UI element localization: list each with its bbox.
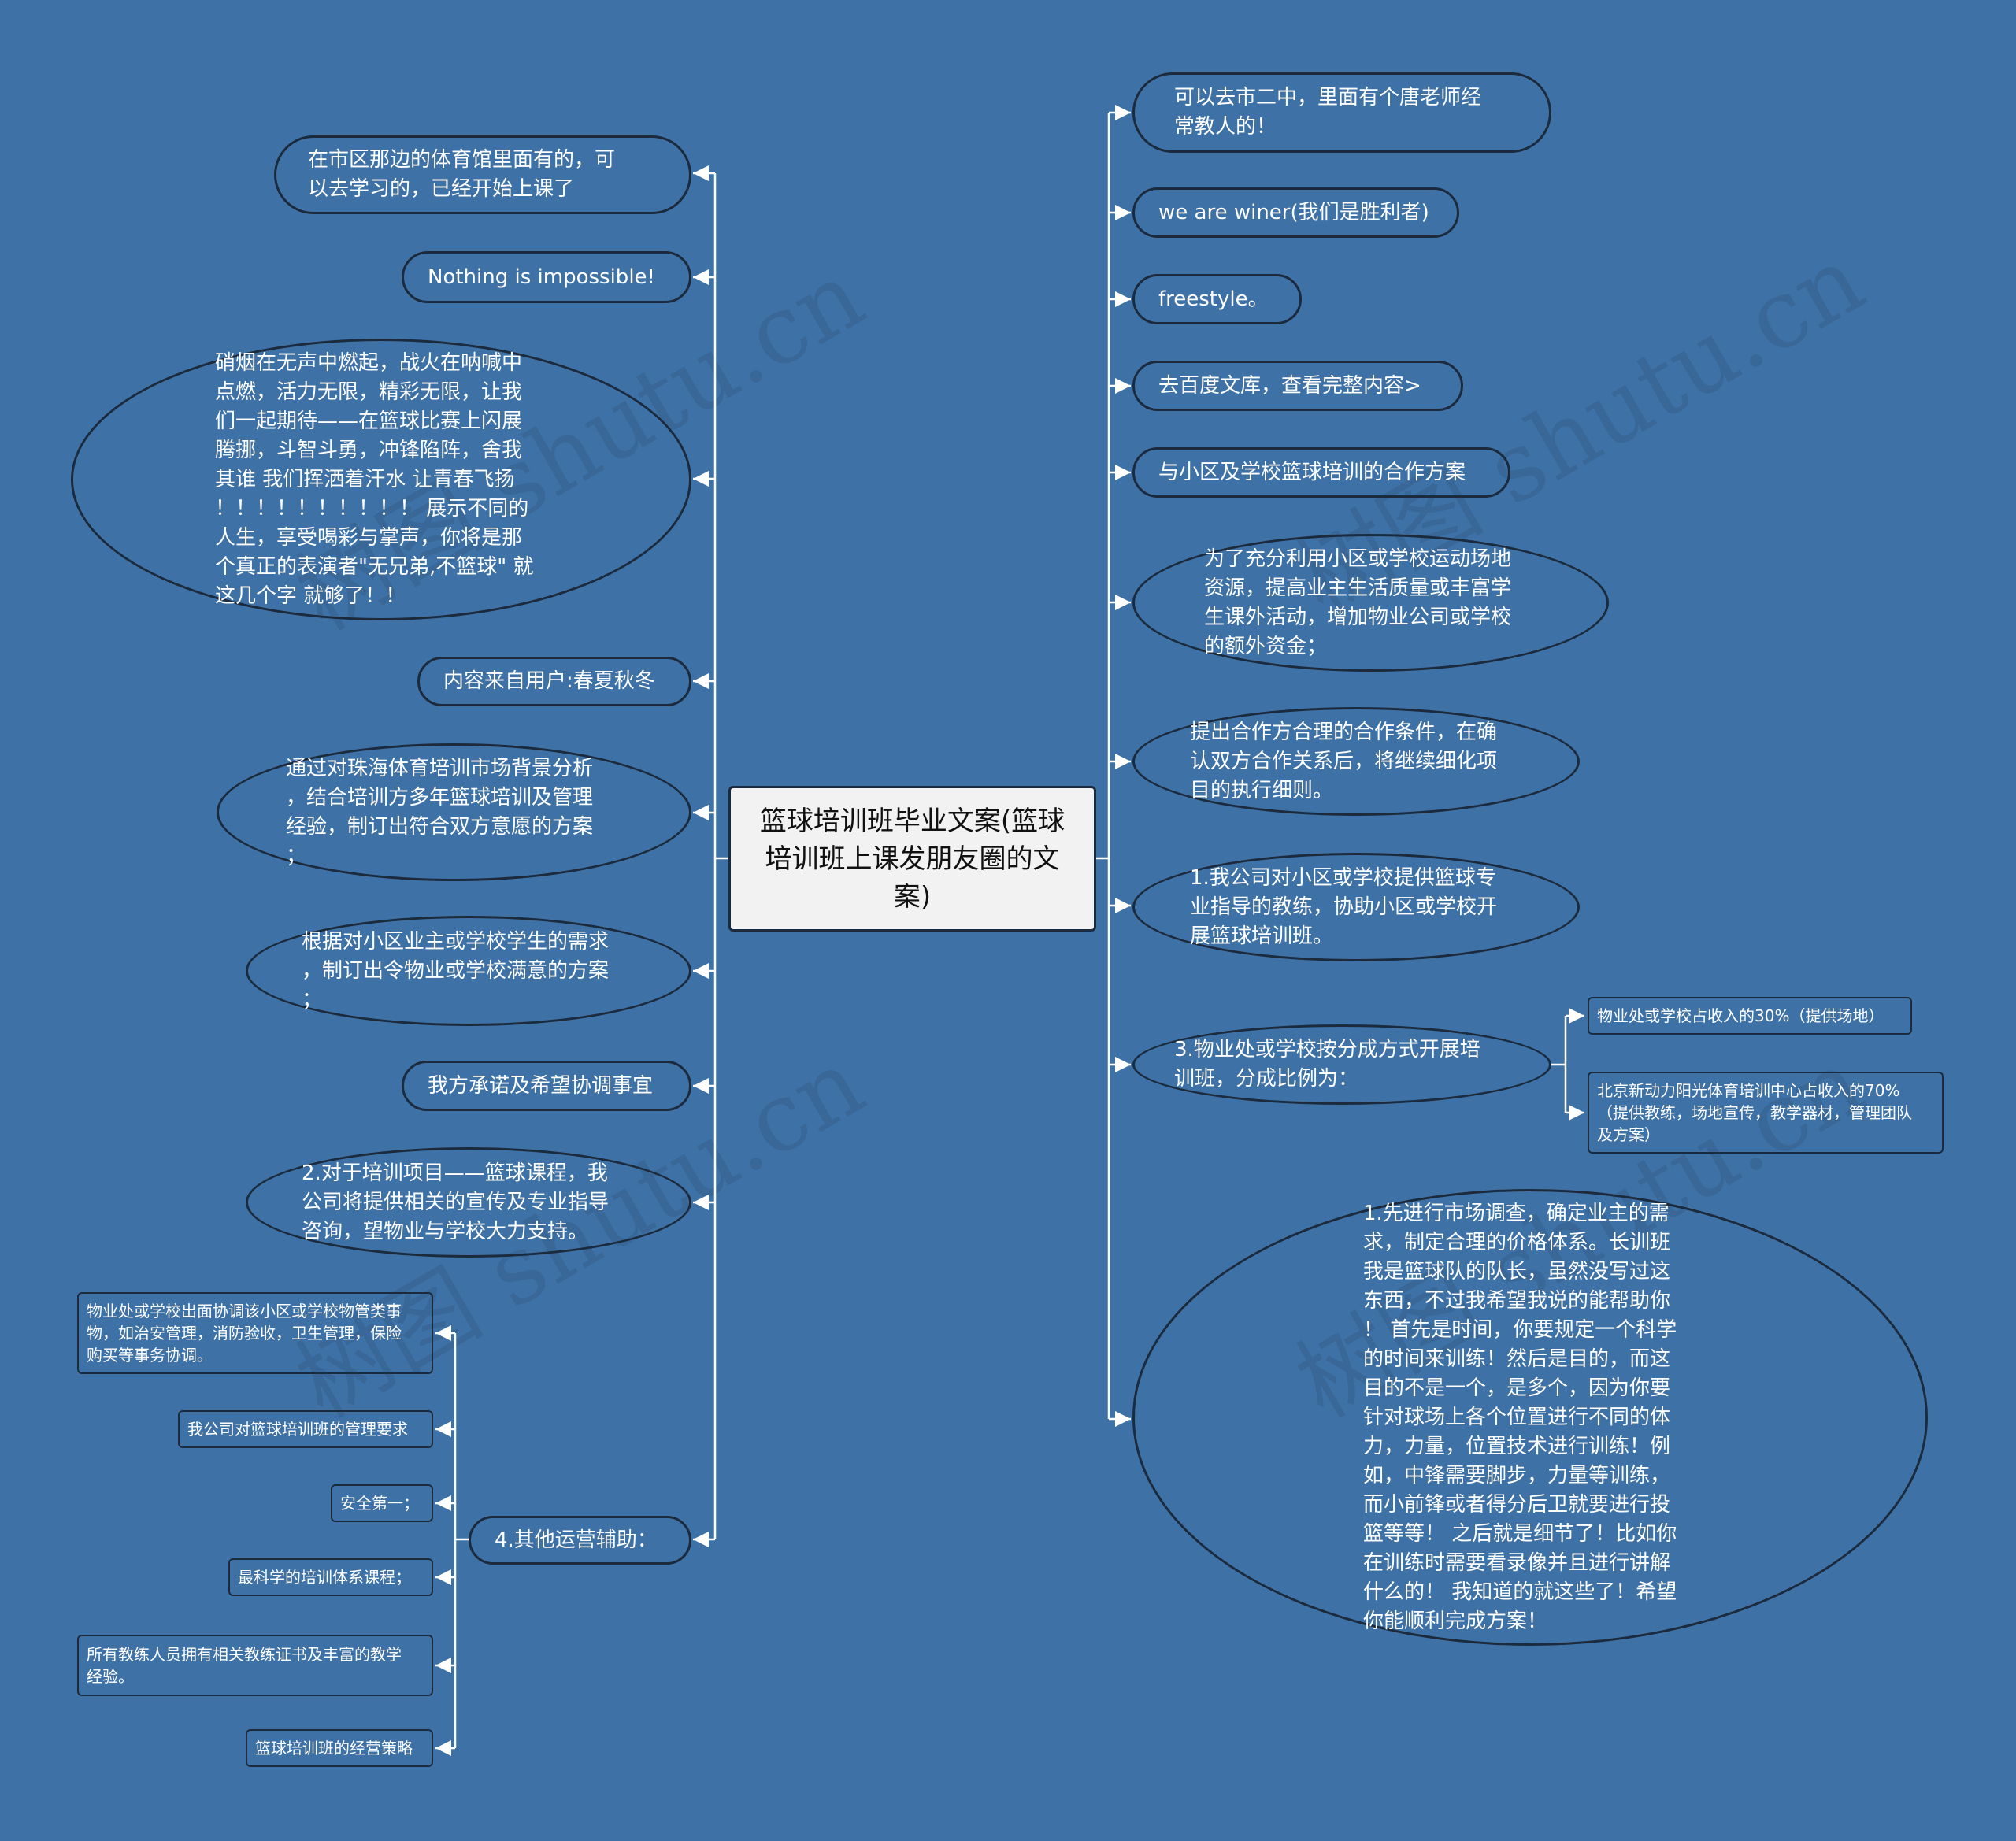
sub-node-scientific-courses: 最科学的培训体系课程；	[228, 1558, 433, 1596]
left-node-market-analysis: 通过对珠海体育培训市场背景分析 ，结合培训方多年篮球培训及管理 经验，制订出符合…	[217, 743, 691, 881]
left-node-operations-support: 4.其他运营辅助：	[469, 1516, 691, 1565]
left-node-commitments: 我方承诺及希望协调事宜	[402, 1061, 691, 1111]
right-node-cooperation-terms: 提出合作方合理的合作条件，在确 认双方合作关系后，将继续细化项 目的执行细则。	[1132, 707, 1580, 816]
sub-node-coordination: 物业处或学校出面协调该小区或学校物管类事 物，如治安管理，消防验收，卫生管理，保…	[77, 1292, 433, 1374]
left-node-needs-plan: 根据对小区业主或学校学生的需求 ，制订出令物业或学校满意的方案 ；	[246, 916, 691, 1026]
sub-node-management-requirements: 我公司对篮球培训班的管理要求	[178, 1410, 433, 1448]
left-node-smoke-poem: 硝烟在无声中燃起，战火在呐喊中 点燃，活力无限，精彩无限，让我 们一起期待——在…	[71, 339, 691, 620]
right-node-coach-provision: 1.我公司对小区或学校提供篮球专 业指导的教练，协助小区或学校开 展篮球培训班。	[1132, 853, 1580, 961]
right-node-city-school: 可以去市二中，里面有个唐老师经 常教人的！	[1132, 72, 1551, 153]
sub-node-revenue-70: 北京新动力阳光体育培训中心占收入的70% （提供教练，场地宣传，教学器材，管理团…	[1588, 1072, 1944, 1154]
right-node-resource-purpose: 为了充分利用小区或学校运动场地 资源，提高业主生活质量或丰富学 生课外活动，增加…	[1132, 534, 1609, 672]
right-node-baidu-link[interactable]: 去百度文库，查看完整内容>	[1132, 361, 1463, 411]
right-node-freestyle: freestyle。	[1132, 274, 1302, 324]
left-node-training-project: 2.对于培训项目——篮球课程，我 公司将提供相关的宣传及专业指导 咨询，望物业与…	[246, 1147, 691, 1258]
right-node-market-research-advice: 1.先进行市场调查，确定业主的需 求，制定合理的价格体系。长训班 我是篮球队的队…	[1132, 1189, 1928, 1646]
central-topic: 篮球培训班毕业文案(篮球培训班上课发朋友圈的文案)	[728, 786, 1096, 932]
right-node-we-are-winer: we are winer(我们是胜利者)	[1132, 187, 1459, 238]
left-node-stadium: 在市区那边的体育馆里面有的，可 以去学习的，已经开始上课了	[274, 135, 691, 214]
sub-node-business-strategy: 篮球培训班的经营策略	[246, 1729, 433, 1767]
sub-node-certified-coaches: 所有教练人员拥有相关教练证书及丰富的教学 经验。	[77, 1635, 433, 1696]
sub-node-safety-first: 安全第一；	[331, 1484, 433, 1522]
right-node-revenue-split: 3.物业处或学校按分成方式开展培 训班，分成比例为：	[1132, 1024, 1551, 1105]
sub-node-revenue-30: 物业处或学校占收入的30%（提供场地）	[1588, 997, 1912, 1035]
left-node-content-source: 内容来自用户:春夏秋冬	[417, 657, 691, 706]
right-node-cooperation-plan: 与小区及学校篮球培训的合作方案	[1132, 447, 1510, 498]
left-node-nothing-impossible: Nothing is impossible!	[402, 251, 691, 303]
